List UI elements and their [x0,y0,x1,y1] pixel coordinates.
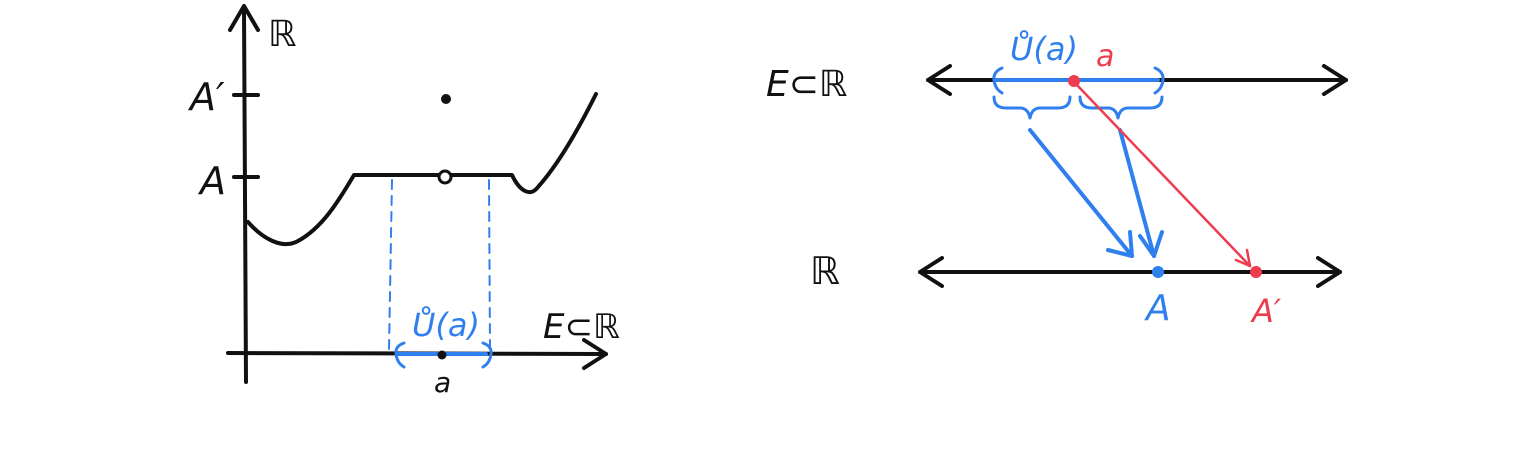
x-axis-arrowhead [582,338,608,370]
top-line-left-arrowhead [926,64,952,96]
right-map-arrowhead [1138,230,1164,258]
limit-point-dot [1152,266,1164,278]
top-point-a-label: a [1096,39,1114,74]
value-point-dot [1250,266,1262,278]
neighborhood-bracket-left [394,341,406,369]
top-line-right-arrowhead [1322,64,1348,96]
top-neighborhood-paren-left [992,66,1004,95]
function-curve [246,92,598,247]
point-a-label: a [434,366,451,399]
neighborhood-label: Ů(a) [412,306,480,344]
right-half-brace [1078,95,1164,120]
left-neighborhood-map-arrow [1028,128,1134,258]
codomain-label: ℝ [268,14,297,55]
bottom-line-right-arrowhead [1316,256,1342,288]
point-a-dot [437,350,447,360]
bottom-line-left-arrowhead [918,256,944,288]
left-half-brace [992,95,1072,120]
red-map-arrowhead [1234,248,1252,268]
tick-a-label: A [197,159,226,203]
neighborhood-guide-left [388,179,393,351]
y-axis-arrowhead [228,4,260,32]
tick-a-prime-label: A′ [187,75,225,119]
value-label: A′ [1250,292,1282,330]
top-neighborhood-paren-right [1153,66,1165,95]
right-diagram: E⊂ℝ ℝ Ů(a) a A A′ [766,30,1348,330]
neighborhood-bracket-right [481,341,493,369]
y-axis [242,6,248,384]
hole-point [437,169,453,185]
left-graph: ℝ A′ A E⊂ℝ Ů(a) a [187,4,620,399]
bottom-line-label: ℝ [810,249,840,293]
point-a-map-arrow [1074,82,1252,268]
left-map-arrowhead [1106,230,1134,258]
domain-label: E⊂ℝ [543,307,620,347]
limit-label: A [1144,288,1171,329]
neighborhood-guide-right [488,179,491,351]
top-line-label: E⊂ℝ [766,64,847,105]
right-neighborhood-map-arrow [1118,128,1156,258]
top-neighborhood-label: Ů(a) [1010,30,1078,68]
isolated-point [441,94,451,104]
